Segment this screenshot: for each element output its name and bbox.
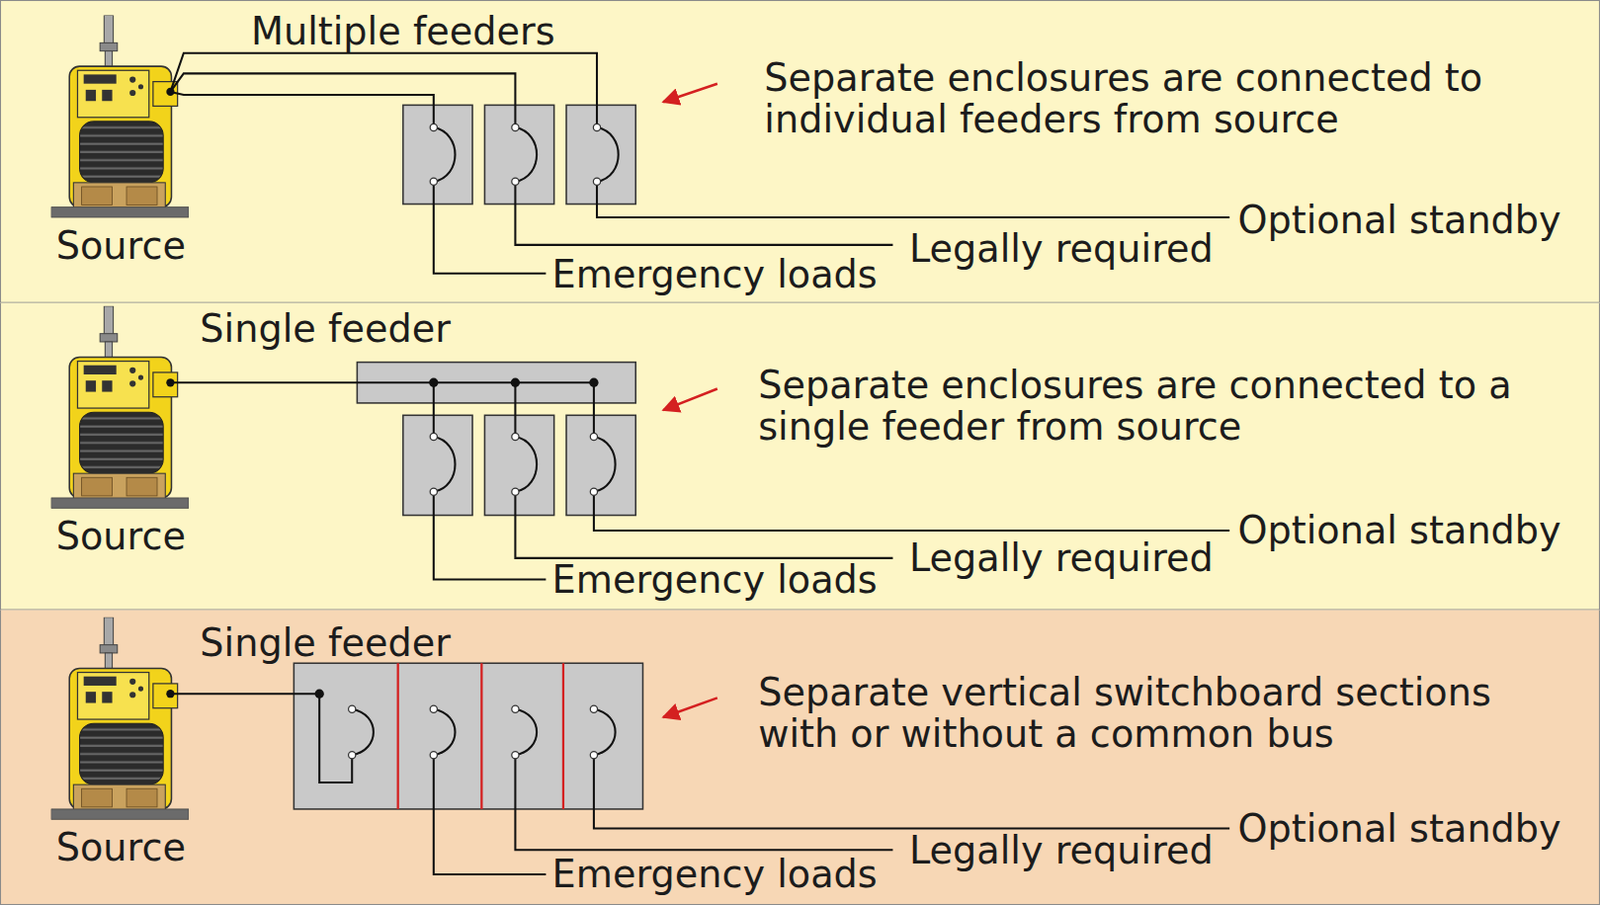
pointer-arrow — [663, 697, 718, 718]
load-wire — [593, 492, 1230, 531]
source-label: Source — [52, 826, 190, 868]
enclosure-box — [403, 415, 473, 515]
breaker-symbol — [351, 709, 374, 756]
breaker-contacts — [429, 123, 600, 185]
breaker-symbol — [593, 709, 616, 756]
section-dividers — [398, 663, 564, 810]
feeder-wires — [169, 53, 1230, 274]
enclosures — [403, 104, 636, 204]
load-label: Legally required — [909, 830, 1214, 872]
pointer-arrow — [663, 388, 718, 411]
breaker-symbol — [433, 709, 456, 756]
load-label: Emergency loads — [552, 559, 878, 601]
breaker-symbol — [593, 436, 616, 493]
tap-wire — [432, 382, 435, 437]
enclosure-box — [484, 415, 554, 515]
breaker-symbol — [514, 436, 537, 493]
enclosure-box — [566, 415, 636, 515]
breaker-symbol — [514, 709, 537, 756]
breaker-contacts — [348, 705, 598, 759]
splice-dots — [428, 378, 598, 388]
load-label: Optional standby — [1237, 199, 1561, 242]
tap-wire — [592, 382, 595, 437]
enclosures — [403, 415, 636, 515]
breaker-symbol — [514, 127, 537, 182]
load-label: Legally required — [909, 537, 1214, 580]
generator-icon — [51, 617, 189, 820]
load-wire — [433, 181, 547, 274]
generator-icon — [51, 306, 189, 508]
load-wire — [596, 181, 1230, 218]
description-note: Separate enclosures are connected to ind… — [763, 57, 1519, 142]
load-wire — [433, 492, 547, 581]
enclosure-box — [403, 104, 473, 204]
load-wire — [514, 181, 893, 246]
panel-band: Single feederSeparate enclosures are con… — [0, 303, 1600, 611]
description-note: Separate enclosures are connected to a s… — [757, 364, 1514, 449]
load-label: Legally required — [909, 228, 1214, 270]
source-label: Source — [52, 515, 190, 558]
load-label: Emergency loads — [552, 253, 878, 296]
load-wire — [433, 755, 547, 875]
generator-icon — [51, 14, 189, 217]
breaker-contacts — [429, 432, 597, 496]
load-wire — [514, 755, 893, 850]
load-wire — [514, 492, 893, 559]
breaker-symbol — [596, 127, 619, 182]
feeder-label: Multiple feeders — [251, 10, 556, 53]
enclosure-box — [566, 104, 636, 204]
pointer-arrow — [663, 84, 718, 103]
breaker-symbol — [433, 127, 456, 182]
feeder-label: Single feeder — [199, 622, 451, 665]
splice-dot — [315, 689, 325, 699]
feeder-wire — [169, 53, 597, 128]
tap-wire — [513, 382, 516, 437]
feeder-wire — [169, 381, 593, 384]
feeder-wires — [169, 382, 1230, 580]
load-wire — [593, 755, 1230, 829]
feeder-wire — [169, 73, 515, 128]
load-label: Optional standby — [1237, 509, 1561, 552]
enclosure-box — [484, 104, 554, 204]
switchboard — [293, 663, 643, 810]
breaker-symbol — [433, 436, 456, 493]
feeder-wire — [169, 693, 352, 783]
description-note: Separate vertical switchboard sections w… — [757, 672, 1514, 757]
load-label: Optional standby — [1237, 808, 1561, 850]
panel-band: Multiple feedersSeparate enclosures are … — [0, 0, 1600, 304]
load-label: Emergency loads — [552, 853, 878, 896]
source-label: Source — [52, 225, 190, 267]
feeder-label: Single feeder — [199, 308, 451, 350]
feeder-wire — [169, 91, 433, 128]
feeder-wires — [169, 693, 1230, 875]
panel-band: Single feederSeparate vertical switchboa… — [0, 610, 1600, 905]
